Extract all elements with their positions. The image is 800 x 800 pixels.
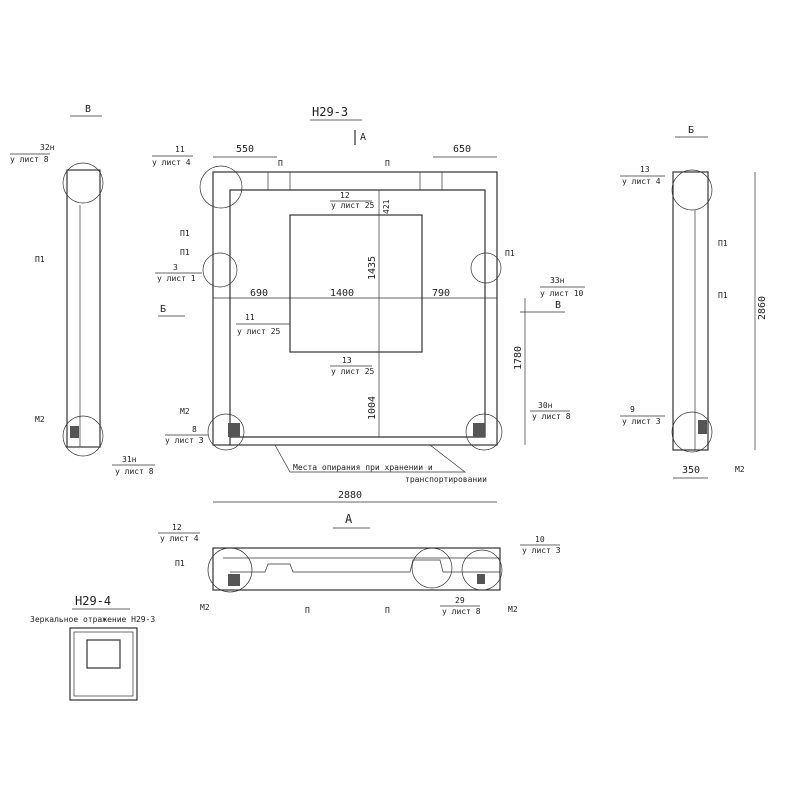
mark-m2: М2	[508, 605, 518, 614]
mark-p1: П1	[35, 255, 45, 264]
callout-num: 11	[175, 145, 185, 154]
main-view: Н29-3 А 550 650 690 1400 790 421 1435 10…	[152, 105, 585, 503]
support-note: Места опирания при хранении и	[293, 463, 433, 472]
mark-p1: П1	[505, 249, 515, 258]
mark-p1: П1	[718, 239, 728, 248]
callout-sheet: у лист 25	[331, 367, 375, 376]
callout-num: 12	[340, 191, 350, 200]
side-view-b: Б 13 у лист 4 П1 П1 2860 9 у лист 3 350 …	[620, 125, 768, 479]
support-note: транспортировании	[405, 475, 487, 484]
callout-num: 12	[172, 523, 182, 532]
callout-num: 8	[192, 425, 197, 434]
detail-circle	[207, 413, 245, 451]
embedded-plate-m2	[473, 423, 485, 437]
callout-sheet: у лист 3	[522, 546, 561, 555]
callout-sheet: у лист 8	[442, 607, 481, 616]
mark-m2: М2	[35, 415, 45, 424]
section-label-v: В	[555, 300, 561, 311]
dim-2880: 2880	[338, 490, 362, 501]
mark-p: П	[385, 159, 390, 168]
mark-p1: П1	[175, 559, 185, 568]
view-title-b: Б	[688, 125, 694, 136]
side-view-v: В 32н у лист 8 П1 М2 31н у лист 8	[10, 104, 155, 476]
callout-sheet: у лист 4	[152, 158, 191, 167]
callout-num: 32н	[40, 143, 55, 152]
dim-690: 690	[250, 288, 268, 299]
mirror-title: Н29-4	[75, 594, 111, 608]
detail-circle	[199, 165, 243, 209]
window-opening	[289, 214, 423, 353]
view-title-v: В	[85, 104, 91, 115]
mark-m2: М2	[735, 465, 745, 474]
frame-outline	[212, 171, 498, 446]
mark-p1: П1	[718, 291, 728, 300]
callout-sheet: у лист 8	[115, 467, 154, 476]
mirror-view: Н29-4 Зеркальное отражение Н29-3	[30, 594, 155, 701]
callout-num: 29	[455, 596, 465, 605]
callout-num: 9	[630, 405, 635, 414]
dim-790: 790	[432, 288, 450, 299]
dim-1400: 1400	[330, 288, 354, 299]
callout-num: 13	[342, 356, 352, 365]
section-label-b: Б	[160, 304, 166, 315]
mark-p1: П1	[180, 229, 190, 238]
main-title: Н29-3	[312, 105, 348, 119]
callout-num: 33н	[550, 276, 565, 285]
dim-421: 421	[382, 199, 391, 214]
view-title-a: А	[345, 512, 353, 526]
detail-circle	[470, 252, 502, 284]
callout-sheet: у лист 3	[165, 436, 204, 445]
mark-m2: М2	[180, 407, 190, 416]
mark-p: П	[305, 606, 310, 615]
mark-p: П	[278, 159, 283, 168]
callout-num: 3	[173, 263, 178, 272]
callout-num: 13	[640, 165, 650, 174]
callout-sheet: у лист 25	[237, 327, 281, 336]
section-label-a: А	[360, 132, 366, 143]
view-a: А 12 у лист 4 П1 М2 П П 29 у лист 8 М2 1…	[158, 512, 561, 616]
dim-2860: 2860	[757, 296, 768, 320]
callout-sheet: у лист 4	[160, 534, 199, 543]
callout-num: 10	[535, 535, 545, 544]
callout-num: 30н	[538, 401, 553, 410]
callout-sheet: у лист 25	[331, 201, 375, 210]
embedded-plate-m2	[228, 423, 240, 437]
dim-1435: 1435	[367, 256, 378, 280]
detail-circle	[202, 252, 238, 288]
callout-sheet: у лист 3	[622, 417, 661, 426]
mirror-note: Зеркальное отражение Н29-3	[30, 615, 155, 624]
frame-inner	[229, 189, 486, 445]
mark-p: П	[385, 606, 390, 615]
callout-sheet: у лист 8	[532, 412, 571, 421]
detail-circle	[465, 413, 503, 451]
dim-350: 350	[682, 465, 700, 476]
dim-550: 550	[236, 144, 254, 155]
callout-sheet: у лист 8	[10, 155, 49, 164]
callout-sheet: у лист 1	[157, 274, 196, 283]
callout-sheet: у лист 4	[622, 177, 661, 186]
callout-sheet: у лист 10	[540, 289, 584, 298]
dim-1004: 1004	[367, 396, 378, 420]
mark-m2: М2	[200, 603, 210, 612]
callout-num: 11	[245, 313, 255, 322]
mark-p1: П1	[180, 248, 190, 257]
dim-1780: 1780	[513, 346, 524, 370]
callout-num: 31н	[122, 455, 137, 464]
dim-650: 650	[453, 144, 471, 155]
